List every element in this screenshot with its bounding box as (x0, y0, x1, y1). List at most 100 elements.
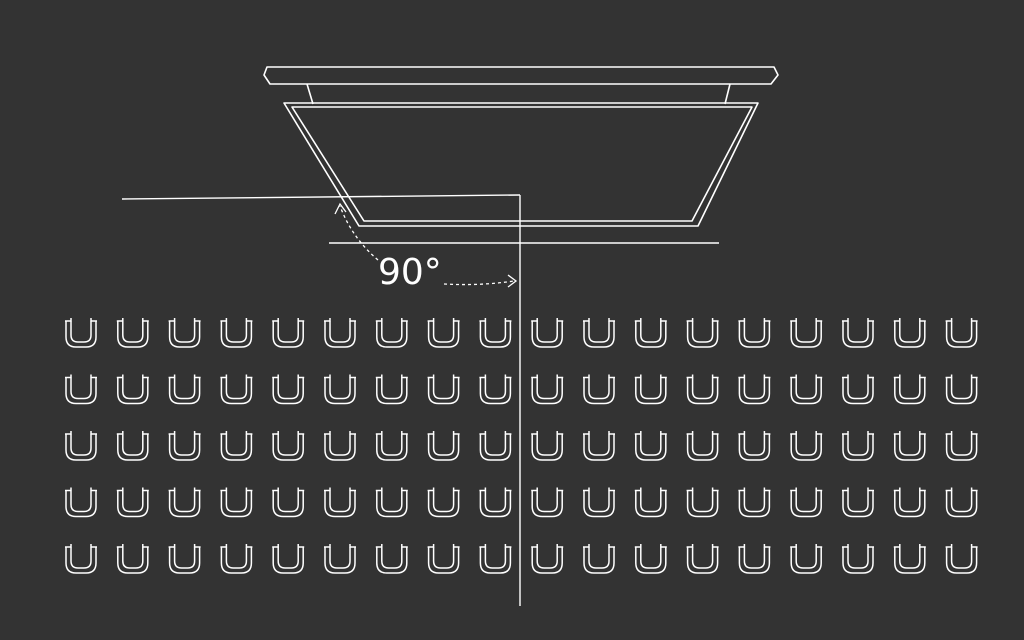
seat-icon (272, 374, 305, 405)
seat-icon (893, 318, 926, 348)
seat-icon (790, 374, 823, 405)
tilted-display-panel-icon (263, 66, 779, 227)
seat-icon (375, 318, 408, 348)
seat-icon (790, 544, 823, 574)
seat-icon (842, 487, 874, 518)
seat-icon (479, 318, 512, 348)
seat-icon (427, 487, 460, 518)
seat-icon (324, 318, 356, 348)
seat-icon (842, 374, 874, 405)
seating-grid (65, 318, 978, 574)
seat-icon (272, 544, 305, 574)
reference-lines (121, 194, 719, 606)
seat-icon (168, 487, 201, 518)
seat-icon (686, 487, 719, 518)
seat-icon (375, 487, 408, 518)
seat-icon (738, 374, 771, 405)
seat-icon (168, 544, 201, 574)
seat-icon (65, 544, 97, 574)
seat-icon (220, 544, 253, 574)
seat-icon (686, 431, 719, 461)
seat-icon (634, 487, 667, 518)
seat-icon (427, 431, 460, 461)
seat-icon (842, 431, 874, 461)
seat-icon (790, 431, 823, 461)
seat-icon (220, 431, 253, 461)
seat-icon (738, 544, 771, 574)
seat-icon (375, 374, 408, 405)
seat-icon (116, 374, 149, 405)
seat-icon (324, 431, 356, 461)
seat-icon (427, 374, 460, 405)
seat-icon (738, 318, 771, 348)
seat-icon (220, 487, 253, 518)
seat-icon (324, 487, 356, 518)
seat-icon (531, 544, 564, 574)
angle-label: 90° (378, 252, 442, 293)
seat-icon (893, 544, 926, 574)
seat-icon (738, 487, 771, 518)
mount-bar (263, 66, 779, 85)
seat-icon (531, 431, 564, 461)
seat-icon (531, 318, 564, 348)
seat-icon (272, 318, 305, 348)
seat-icon (583, 544, 615, 574)
seat-icon (634, 374, 667, 405)
seat-icon (375, 431, 408, 461)
seat-icon (479, 544, 512, 574)
seat-icon (479, 374, 512, 405)
seat-icon (686, 318, 719, 348)
angle-arc-upper (339, 205, 379, 261)
seat-icon (842, 544, 874, 574)
seat-icon (945, 374, 978, 405)
seat-icon (945, 318, 978, 348)
seat-icon (324, 374, 356, 405)
screen-inner (291, 106, 753, 222)
seat-icon (65, 431, 97, 461)
seat-icon (634, 318, 667, 348)
seat-icon (893, 374, 926, 405)
seat-icon (842, 318, 874, 348)
seat-icon (790, 318, 823, 348)
seat-icon (324, 544, 356, 574)
seat-icon (945, 487, 978, 518)
sight-line (121, 194, 521, 200)
seat-icon (893, 431, 926, 461)
seat-icon (220, 374, 253, 405)
angle-arc-lower (443, 280, 515, 286)
seat-icon (116, 487, 149, 518)
seat-icon (479, 431, 512, 461)
seat-icon (583, 374, 615, 405)
seat-icon (272, 487, 305, 518)
seat-icon (375, 544, 408, 574)
seat-icon (427, 544, 460, 574)
seat-icon (220, 318, 253, 348)
angle-indicator (334, 202, 518, 288)
seat-icon (531, 374, 564, 405)
seat-icon (634, 431, 667, 461)
seat-icon (65, 318, 97, 348)
seat-icon (65, 374, 97, 405)
seat-icon (790, 487, 823, 518)
seat-icon (116, 544, 149, 574)
seat-icon (168, 318, 201, 348)
seat-icon (686, 374, 719, 405)
seat-icon (738, 431, 771, 461)
seat-icon (686, 544, 719, 574)
arrow-head-up-icon (334, 202, 347, 215)
seat-icon (116, 431, 149, 461)
seat-icon (272, 431, 305, 461)
seat-icon (479, 487, 512, 518)
seat-icon (168, 374, 201, 405)
arrow-head-right-icon (507, 274, 518, 288)
seat-icon (116, 318, 149, 348)
seat-icon (65, 487, 97, 518)
seat-icon (945, 544, 978, 574)
mount-bracket-left (306, 83, 314, 105)
screen-outer (283, 102, 759, 227)
seat-icon (583, 318, 615, 348)
seat-icon (427, 318, 460, 348)
seat-icon (634, 544, 667, 574)
